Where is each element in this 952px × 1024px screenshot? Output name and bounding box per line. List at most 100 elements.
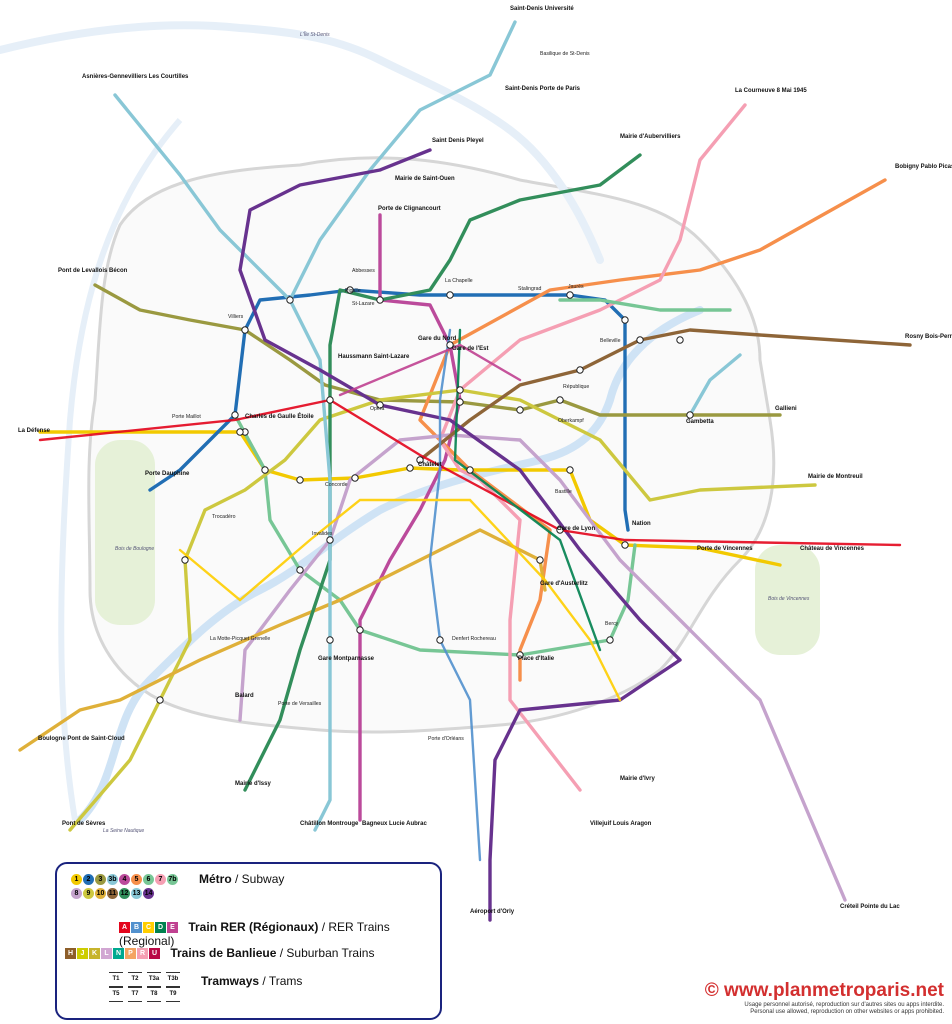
station-label-mairie-ivry[interactable]: Mairie d'Ivry bbox=[620, 776, 655, 782]
station-label-trocadero[interactable]: Trocadéro bbox=[212, 514, 236, 520]
interchange-node[interactable] bbox=[446, 291, 454, 299]
station-label-gambetta[interactable]: Gambetta bbox=[686, 419, 714, 425]
interchange-node[interactable] bbox=[566, 466, 574, 474]
station-label-concorde[interactable]: Concorde bbox=[325, 482, 348, 488]
station-label-mairie-st-ouen[interactable]: Mairie de Saint-Ouen bbox=[395, 176, 455, 182]
interchange-node[interactable] bbox=[326, 396, 334, 404]
station-label-belleville[interactable]: Belleville bbox=[600, 338, 621, 344]
station-label-opera[interactable]: Opéra bbox=[370, 406, 385, 412]
station-label-montparnasse[interactable]: Gare Montparnasse bbox=[318, 656, 375, 662]
interchange-node[interactable] bbox=[181, 556, 189, 564]
station-label-bagneux[interactable]: Bagneux Lucie Aubrac bbox=[362, 821, 427, 827]
interchange-node[interactable] bbox=[516, 406, 524, 414]
station-label-gare-austerlitz[interactable]: Gare d'Austerlitz bbox=[540, 581, 588, 587]
interchange-node[interactable] bbox=[376, 401, 384, 409]
station-label-porte-dauphine[interactable]: Porte Dauphine bbox=[145, 471, 190, 477]
station-label-villiers[interactable]: Villiers bbox=[228, 314, 244, 320]
station-label-gare-du-nord[interactable]: Gare du Nord bbox=[418, 336, 457, 342]
station-label-asnieres[interactable]: Asnières-Gennevilliers Les Courtilles bbox=[82, 74, 189, 80]
interchange-node[interactable] bbox=[556, 526, 564, 534]
station-label-gallieni[interactable]: Gallieni bbox=[775, 406, 797, 412]
station-label-saint-lazare[interactable]: St-Lazare bbox=[352, 301, 375, 307]
station-label-mairie-montreuil[interactable]: Mairie de Montreuil bbox=[808, 474, 863, 480]
interchange-node[interactable] bbox=[156, 696, 164, 704]
station-label-la-chapelle[interactable]: La Chapelle bbox=[445, 278, 473, 284]
interchange-node[interactable] bbox=[621, 316, 629, 324]
station-label-pigalle[interactable]: Pigalle bbox=[345, 288, 361, 294]
interchange-node[interactable] bbox=[326, 536, 334, 544]
interchange-node[interactable] bbox=[416, 456, 424, 464]
station-label-st-denis-univ[interactable]: Saint-Denis Université bbox=[510, 6, 574, 12]
station-label-porte-orleans[interactable]: Porte d'Orléans bbox=[428, 736, 464, 742]
interchange-node[interactable] bbox=[446, 341, 454, 349]
station-label-chatillon[interactable]: Châtillon Montrouge bbox=[300, 821, 359, 827]
station-label-nation[interactable]: Nation bbox=[632, 521, 651, 527]
station-label-chatelet[interactable]: Châtelet bbox=[418, 462, 442, 468]
interchange-node[interactable] bbox=[351, 474, 359, 482]
station-label-bastille[interactable]: Bastille bbox=[555, 489, 572, 495]
station-label-invalides[interactable]: Invalides bbox=[312, 531, 333, 537]
interchange-node[interactable] bbox=[576, 366, 584, 374]
station-label-denfert[interactable]: Denfert Rochereau bbox=[452, 636, 496, 642]
interchange-node[interactable] bbox=[406, 464, 414, 472]
interchange-node[interactable] bbox=[236, 428, 244, 436]
station-label-stalingrad[interactable]: Stalingrad bbox=[518, 286, 541, 292]
station-label-gare-de-lyon[interactable]: Gare de Lyon bbox=[557, 526, 595, 532]
station-label-porte-maillot[interactable]: Porte Maillot bbox=[172, 414, 201, 420]
interchange-node[interactable] bbox=[566, 291, 574, 299]
station-label-pont-sevres[interactable]: Pont de Sèvres bbox=[62, 821, 106, 827]
station-label-villejuif-aragon[interactable]: Villejuif Louis Aragon bbox=[590, 821, 652, 827]
interchange-node[interactable] bbox=[436, 636, 444, 644]
station-label-bercy[interactable]: Bercy bbox=[605, 621, 619, 627]
station-label-montmartre[interactable]: Abbesses bbox=[352, 268, 375, 274]
interchange-node[interactable] bbox=[241, 326, 249, 334]
interchange-node[interactable] bbox=[296, 566, 304, 574]
interchange-node[interactable] bbox=[376, 296, 384, 304]
station-label-pont-levallois[interactable]: Pont de Levallois Bécon bbox=[58, 268, 128, 274]
interchange-node[interactable] bbox=[606, 636, 614, 644]
station-label-jaures[interactable]: Jaurès bbox=[568, 284, 584, 290]
station-label-haussmann[interactable]: Haussmann Saint-Lazare bbox=[338, 354, 410, 360]
station-label-oberkampf[interactable]: Oberkampf bbox=[558, 418, 584, 424]
interchange-node[interactable] bbox=[686, 411, 694, 419]
station-label-rosny[interactable]: Rosny Bois-Perrier bbox=[905, 334, 952, 340]
station-label-aeroport-orly[interactable]: Aéroport d'Orly bbox=[470, 909, 515, 915]
station-label-gare-de-lest[interactable]: Gare de l'Est bbox=[452, 346, 488, 352]
station-label-la-courneuve[interactable]: La Courneuve 8 Mai 1945 bbox=[735, 88, 807, 94]
interchange-node[interactable] bbox=[516, 651, 524, 659]
station-label-boulogne-pont[interactable]: Boulogne Pont de Saint-Cloud bbox=[38, 736, 125, 742]
station-label-bobigny[interactable]: Bobigny Pablo Picasso bbox=[895, 164, 952, 170]
station-label-chateau-vincennes[interactable]: Château de Vincennes bbox=[800, 546, 865, 552]
station-label-porte-clignancourt[interactable]: Porte de Clignancourt bbox=[378, 206, 441, 212]
interchange-node[interactable] bbox=[261, 466, 269, 474]
station-label-la-motte[interactable]: La Motte-Picquet Grenelle bbox=[210, 636, 270, 642]
interchange-node[interactable] bbox=[286, 296, 294, 304]
interchange-node[interactable] bbox=[556, 396, 564, 404]
interchange-node[interactable] bbox=[621, 541, 629, 549]
station-label-mairie-issy[interactable]: Mairie d'Issy bbox=[235, 781, 271, 787]
station-label-creteil[interactable]: Créteil Pointe du Lac bbox=[840, 904, 900, 910]
station-label-la-defense[interactable]: La Défense bbox=[18, 428, 51, 434]
brand-url[interactable]: © www.planmetroparis.net bbox=[704, 980, 944, 1001]
interchange-node[interactable] bbox=[536, 556, 544, 564]
station-label-porte-vincennes[interactable]: Porte de Vincennes bbox=[697, 546, 753, 552]
station-label-st-denis-pleyel[interactable]: Saint Denis Pleyel bbox=[432, 138, 484, 144]
station-label-charles-de-gaulle[interactable]: Charles de Gaulle Étoile bbox=[245, 412, 314, 420]
station-label-republique[interactable]: République bbox=[563, 384, 589, 390]
station-label-st-denis-porte[interactable]: Saint-Denis Porte de Paris bbox=[505, 86, 581, 92]
station-label-balard[interactable]: Balard bbox=[235, 693, 254, 699]
interchange-node[interactable] bbox=[231, 411, 239, 419]
interchange-node[interactable] bbox=[296, 476, 304, 484]
interchange-node[interactable] bbox=[326, 636, 334, 644]
interchange-node[interactable] bbox=[636, 336, 644, 344]
station-label-basilique[interactable]: Basilique de St-Denis bbox=[540, 51, 590, 57]
interchange-node[interactable] bbox=[346, 286, 354, 294]
interchange-node[interactable] bbox=[676, 336, 684, 344]
station-label-place-italie[interactable]: Place d'Italie bbox=[518, 656, 555, 662]
interchange-node[interactable] bbox=[356, 626, 364, 634]
station-label-porte-versailles[interactable]: Porte de Versailles bbox=[278, 701, 322, 707]
station-label-mairie-aubervilliers[interactable]: Mairie d'Aubervilliers bbox=[620, 134, 681, 140]
interchange-node[interactable] bbox=[456, 386, 464, 394]
interchange-node[interactable] bbox=[456, 398, 464, 406]
interchange-node[interactable] bbox=[466, 466, 474, 474]
